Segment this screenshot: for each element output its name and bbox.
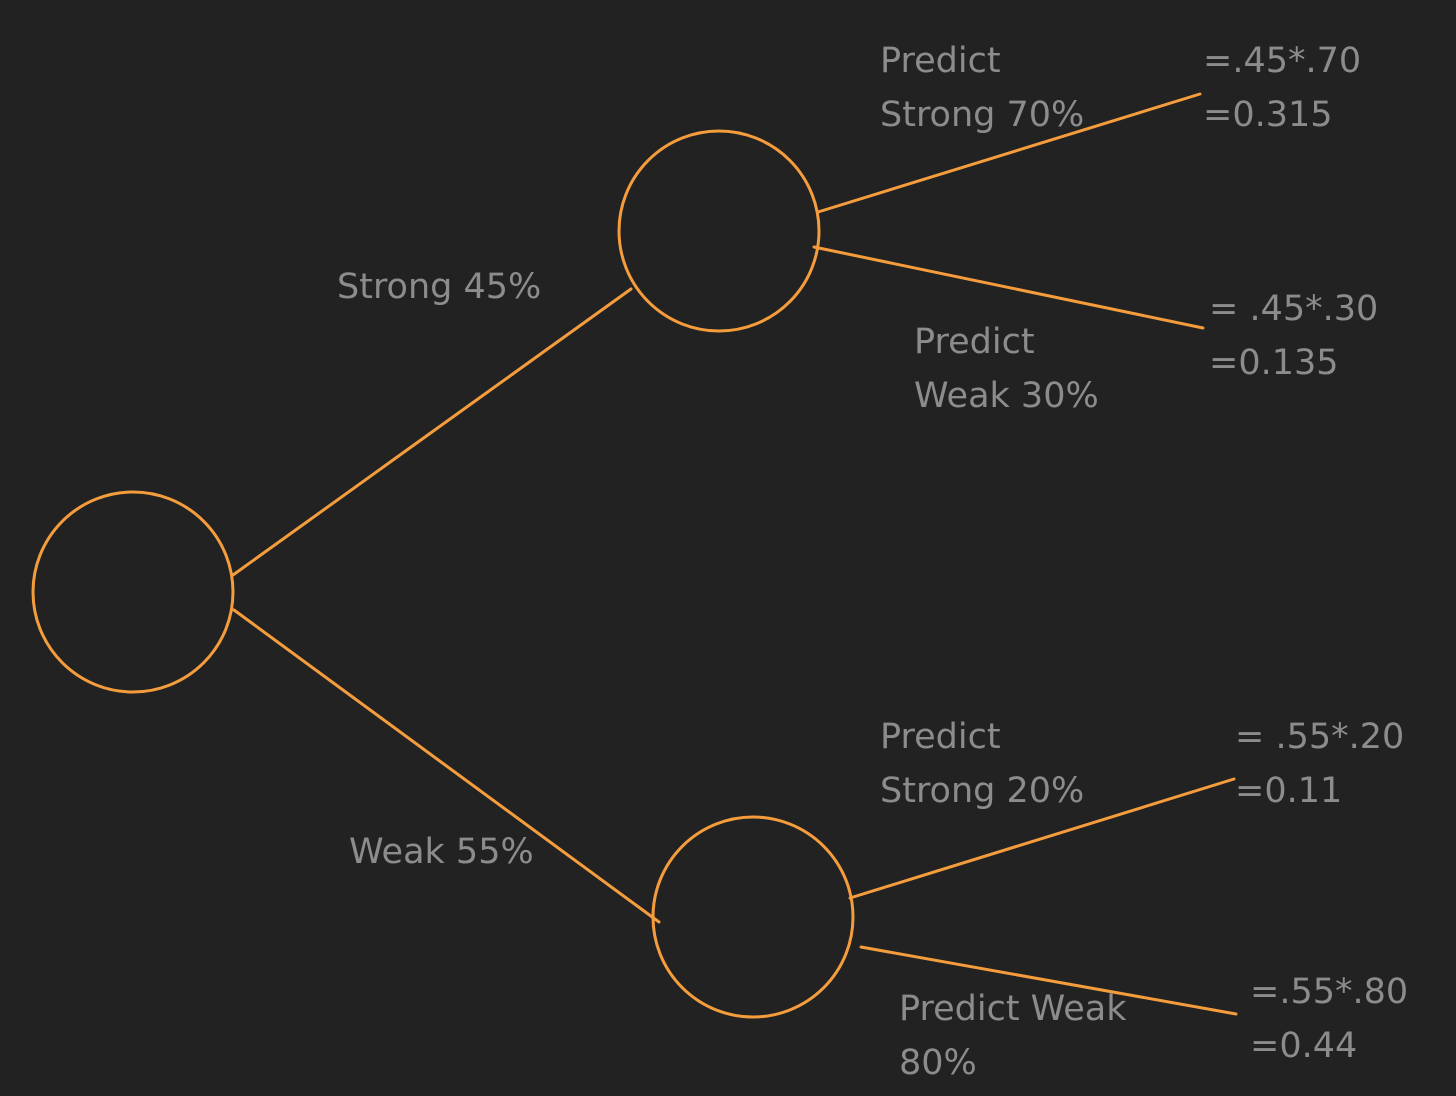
weak-predict-weak-probability: =.55*.80 =0.44	[1250, 965, 1408, 1073]
strong-branch-label-text: Strong 45%	[337, 267, 542, 307]
outcome-result: =0.315	[1203, 95, 1333, 135]
weak-branch-label-text: Weak 55%	[349, 832, 534, 872]
outcome-result: =0.44	[1250, 1026, 1358, 1066]
root-node	[31, 490, 235, 694]
strong-predict-strong-probability: =.45*.70 =0.315	[1203, 34, 1361, 142]
outcome-label-line2: Strong 20%	[880, 771, 1085, 811]
outcome-label-line2: Weak 30%	[914, 376, 1099, 416]
weak-predict-weak-label: Predict Weak 80%	[899, 982, 1126, 1090]
edge-root-to-strong	[231, 287, 633, 577]
outcome-label-line1: Predict	[880, 717, 1001, 757]
outcome-label-line1: Predict	[880, 41, 1001, 81]
strong-predict-weak-probability: = .45*.30 =0.135	[1209, 282, 1378, 390]
edge-strong-predict-strong	[816, 92, 1202, 214]
outcome-label-line2: Strong 70%	[880, 95, 1085, 135]
outcome-formula: =.45*.70	[1203, 41, 1362, 81]
weak-branch-label: Weak 55%	[349, 825, 534, 879]
outcome-formula: = .55*.20	[1235, 717, 1405, 757]
edge-weak-predict-weak	[859, 945, 1238, 1016]
edge-weak-predict-strong	[848, 777, 1236, 900]
outcome-result: =0.135	[1209, 343, 1339, 383]
edge-root-to-weak	[232, 608, 661, 924]
strong-node	[617, 129, 821, 333]
outcome-label-line1: Predict Weak	[899, 989, 1127, 1029]
weak-predict-strong-label: Predict Strong 20%	[880, 710, 1084, 818]
strong-predict-strong-label: Predict Strong 70%	[880, 34, 1084, 142]
outcome-formula: =.55*.80	[1250, 972, 1409, 1012]
edge-strong-predict-weak	[812, 245, 1205, 330]
weak-node	[651, 815, 855, 1019]
outcome-result: =0.11	[1235, 771, 1343, 811]
strong-branch-label: Strong 45%	[337, 260, 541, 314]
outcome-formula: = .45*.30	[1209, 289, 1379, 329]
outcome-label-line1: Predict	[914, 322, 1035, 362]
strong-predict-weak-label: Predict Weak 30%	[914, 315, 1099, 423]
weak-predict-strong-probability: = .55*.20 =0.11	[1235, 710, 1404, 818]
outcome-label-line2: 80%	[899, 1043, 977, 1083]
